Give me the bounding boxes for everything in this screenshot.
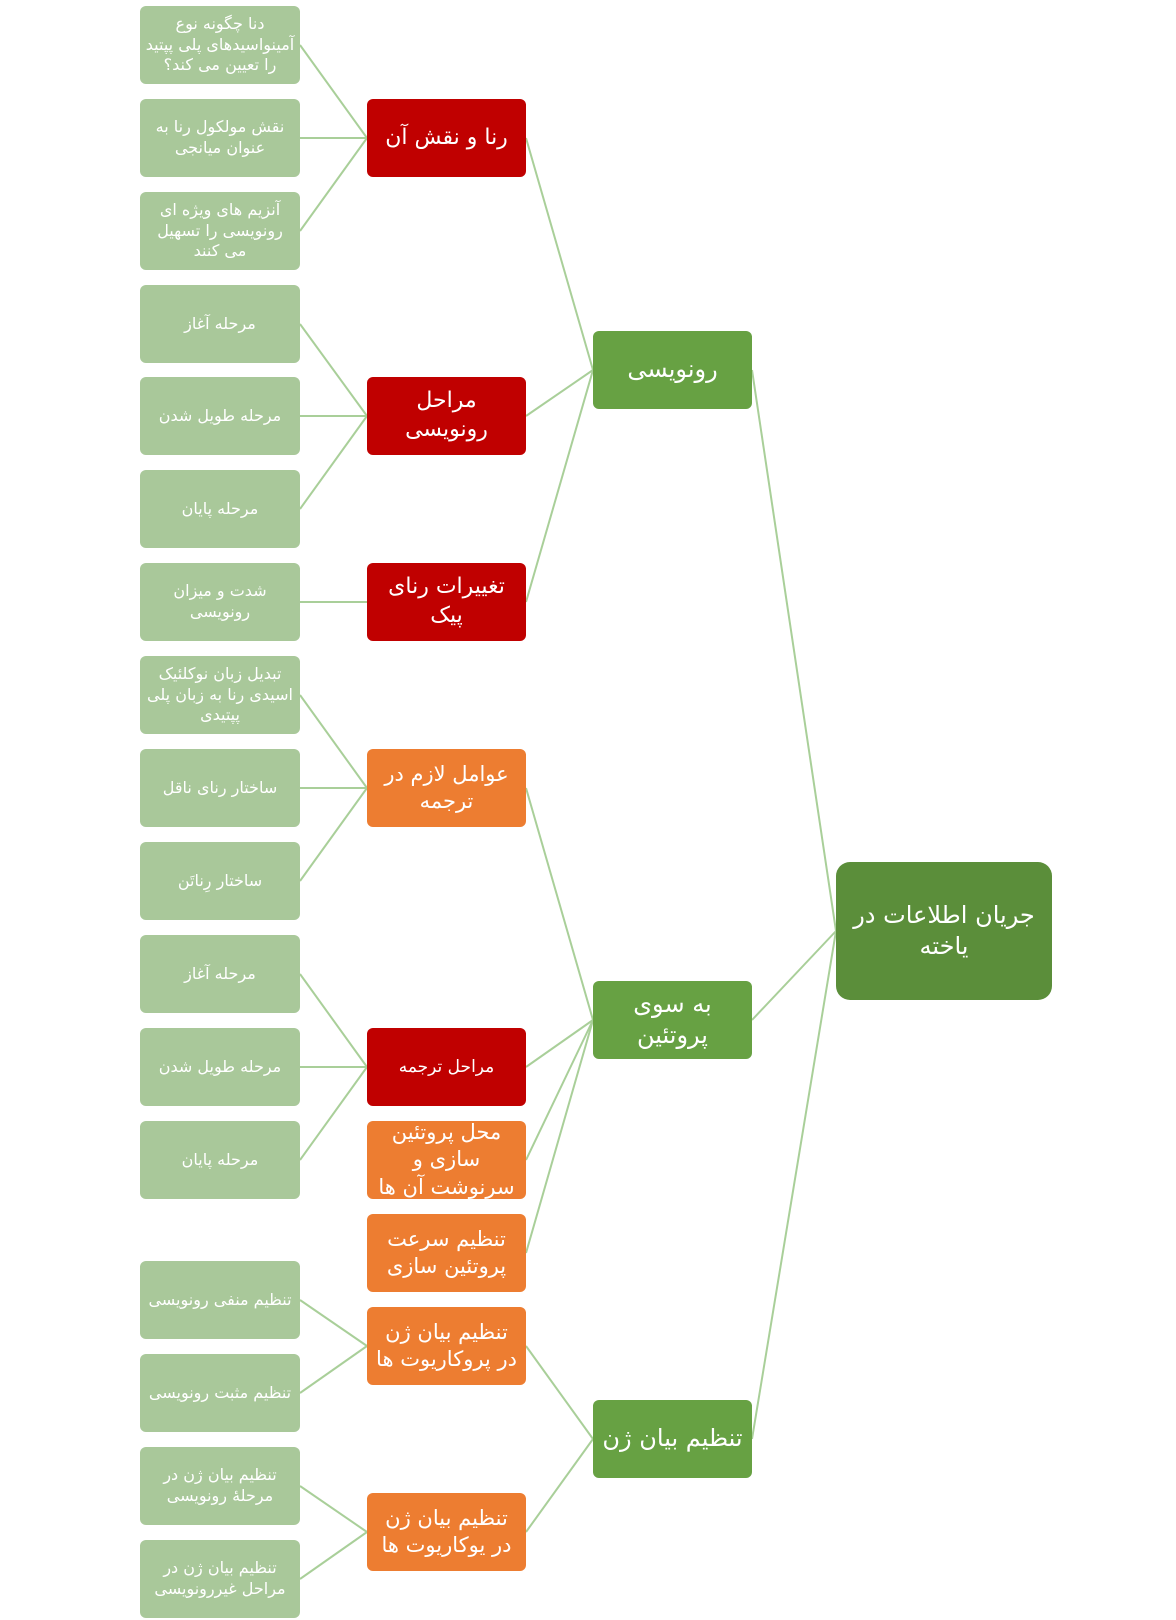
connector-line [299,323,368,417]
connector-line [525,137,594,371]
branch-transcription: رونویسی [593,331,752,409]
leaf-node: تنظیم بیان ژن در مراحل غیررونویسی [140,1540,300,1618]
branch-toward-protein: به سوی پروتئین [593,981,752,1059]
leaf-node: مرحله آغاز [140,285,300,363]
leaf-label: مرحله طویل شدن [158,1056,282,1076]
branch-label: تنظیم بیان ژن [602,1424,743,1453]
leaf-node: تبدیل زبان نوکلئیک اسیدی رنا به زبان پلی… [140,656,300,734]
connector-line [525,1438,594,1533]
topic-label: عوامل لازم در ترجمه [384,761,509,813]
connector-line [299,44,368,139]
leaf-label: ساختار رِناتَن [177,870,263,890]
leaf-node: مرحله طویل شدن [140,377,300,455]
topic-label: تغییرات رنای پیک [388,574,505,628]
connector-line [299,1485,368,1533]
topic-eukaryote-regulation: تنظیم بیان ژن در یوکاریوت ها [367,1493,526,1571]
connector-line [751,930,837,1440]
connector-line [525,369,594,417]
leaf-node: دنا چگونه نوع آمینواسیدهای پلی پپتید را … [140,6,300,84]
topic-label: مراحل ترجمه [398,1056,495,1077]
leaf-label: مرحله طویل شدن [158,405,282,425]
connector-line [299,787,368,882]
leaf-node: تنظیم بیان ژن در مرحلۀ رونویسی [140,1447,300,1525]
leaf-node: تنظیم مثبت رونویسی [140,1354,300,1432]
connector-line [525,1019,594,1161]
root-label: جریان اطلاعات در یاخته [853,900,1035,960]
leaf-label: مرحله پایان [181,498,259,518]
connector-line [299,415,368,510]
root-node: جریان اطلاعات در یاخته [836,862,1052,1000]
leaf-label: شدت و میزان رونویسی [173,581,267,621]
topic-protein-synthesis-rate: تنظیم سرعت پروتئین سازی [367,1214,526,1292]
leaf-node: ساختار رِناتَن [140,842,300,920]
branch-gene-regulation: تنظیم بیان ژن [593,1400,752,1478]
connector-line [299,1066,368,1161]
leaf-node: تنظیم منفی رونویسی [140,1261,300,1339]
connector-line [525,369,594,603]
topic-label: رنا و نقش آن [385,124,508,150]
connector-line [299,694,368,789]
connector-line [299,1531,368,1580]
topic-translation-stages: مراحل ترجمه [367,1028,526,1106]
leaf-label: تنظیم بیان ژن در مرحلۀ رونویسی [163,1465,277,1505]
topic-protein-synthesis-site: محل پروتئین سازی و سرنوشت آن ها [367,1120,526,1199]
leaf-node: مرحله آغاز [140,935,300,1013]
leaf-label: مرحله پایان [181,1149,259,1169]
connector-line [299,1345,368,1394]
connector-line [299,137,368,232]
topic-mrna-changes: تغییرات رنای پیک [367,563,526,641]
leaf-node: مرحله طویل شدن [140,1028,300,1106]
topic-label: محل پروتئین سازی و سرنوشت آن ها [378,1120,515,1199]
leaf-label: مرحله آغاز [184,313,256,333]
leaf-node: نقش مولکول رنا به عنوان میانجی [140,99,300,177]
leaf-label: تنظیم بیان ژن در مراحل غیررونویسی [154,1558,286,1598]
topic-label: تنظیم سرعت پروتئین سازی [386,1226,507,1278]
topic-translation-factors: عوامل لازم در ترجمه [367,749,526,827]
leaf-node: آنزیم های ویژه ای رونویسی را تسهیل می کن… [140,192,300,270]
branch-label: به سوی پروتئین [633,989,712,1049]
connector-line [299,1299,368,1347]
leaf-label: آنزیم های ویژه ای رونویسی را تسهیل می کن… [157,199,283,261]
connector-line [751,369,837,932]
connector-line [525,1345,594,1440]
leaf-label: نقش مولکول رنا به عنوان میانجی [155,117,285,157]
connector-line [751,930,837,1021]
topic-rna-role: رنا و نقش آن [367,99,526,177]
topic-label: تنظیم بیان ژن در یوکاریوت ها [381,1505,512,1557]
branch-label: رونویسی [627,355,718,384]
leaf-label: دنا چگونه نوع آمینواسیدهای پلی پپتید را … [145,13,295,75]
leaf-label: تنظیم مثبت رونویسی [148,1382,292,1402]
topic-prokaryote-regulation: تنظیم بیان ژن در پروکاریوت ها [367,1307,526,1385]
connector-line [525,787,594,1021]
leaf-node: شدت و میزان رونویسی [140,563,300,641]
connector-line [299,973,368,1068]
leaf-label: مرحله آغاز [184,963,256,983]
leaf-label: تبدیل زبان نوکلئیک اسیدی رنا به زبان پلی… [147,663,293,725]
leaf-node: ساختار رنای ناقل [140,749,300,827]
topic-label: مراحل رونویسی [405,388,488,442]
leaf-label: تنظیم منفی رونویسی [148,1289,292,1309]
connector-line [525,1019,594,1254]
topic-transcription-stages: مراحل رونویسی [367,377,526,455]
leaf-label: ساختار رنای ناقل [162,777,278,797]
leaf-node: مرحله پایان [140,470,300,548]
topic-label: تنظیم بیان ژن در پروکاریوت ها [376,1319,517,1371]
leaf-node: مرحله پایان [140,1121,300,1199]
connector-line [525,1019,594,1068]
